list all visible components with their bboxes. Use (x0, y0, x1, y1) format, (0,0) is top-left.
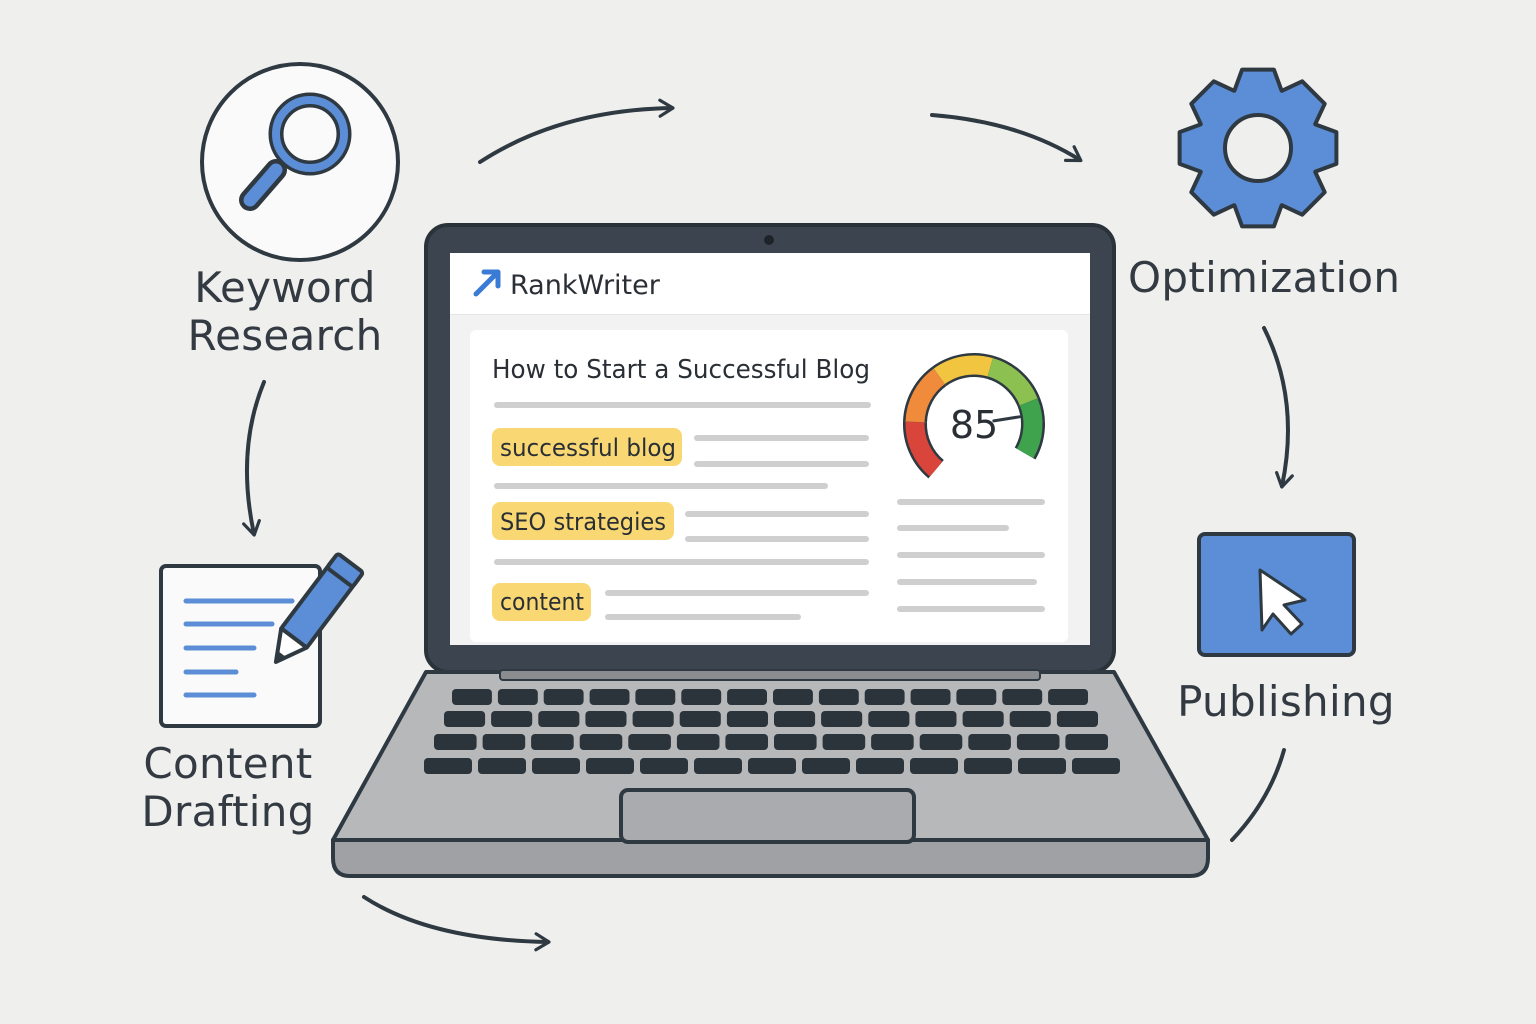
keyboard-key (579, 734, 623, 750)
keyboard-key (773, 689, 813, 705)
gauge-segment (1016, 398, 1043, 459)
gauge-segment (933, 355, 993, 385)
keyboard-key (1018, 758, 1066, 774)
keyboard-key (1065, 734, 1108, 750)
keyboard-key (497, 689, 538, 705)
keyboard-key (727, 689, 767, 705)
flow-arrows (242, 98, 1294, 952)
keyboard-key (802, 758, 850, 774)
seo-score-gauge: 85 (902, 353, 1045, 479)
keyboard-key (774, 711, 816, 727)
keyboard-key (694, 758, 742, 774)
svg-text:successful blog: successful blog (500, 434, 676, 462)
keyboard-key (681, 689, 722, 705)
keyboard-key (1016, 734, 1060, 750)
gauge-needle (992, 415, 1021, 423)
keyboard-key (452, 689, 492, 705)
keyboard-key (586, 758, 634, 774)
keyboard-key (919, 734, 963, 750)
keyboard-key (434, 734, 477, 750)
keyboard-key (478, 758, 526, 774)
keyboard-key (424, 758, 472, 774)
trend-arrow-icon (473, 269, 501, 297)
arrow-bottom-loop (362, 895, 551, 952)
keyboard-key (856, 758, 904, 774)
article-title: How to Start a Successful Blog (492, 355, 870, 385)
keyboard-key (635, 689, 676, 705)
keyboard-key (543, 689, 584, 705)
document-pencil-icon (159, 552, 365, 728)
keyboard-key (864, 689, 905, 705)
keyboard-key (532, 758, 580, 774)
gauge-segment (905, 421, 943, 477)
keyword-tag-seo-strategies: SEO strategies (492, 502, 674, 540)
magnifier-icon (200, 62, 400, 262)
keyword-tag-content: content (492, 583, 591, 621)
gauge-segment (987, 358, 1038, 406)
keyboard-key (725, 734, 768, 750)
keyboard-key (726, 711, 768, 727)
laptop-trackpad (619, 788, 916, 844)
keyboard-key (589, 689, 630, 705)
keyboard-key (964, 758, 1012, 774)
app-name: RankWriter (510, 270, 661, 301)
label-optimization: Optimization (1128, 253, 1401, 302)
keyboard-key (538, 711, 580, 727)
keyboard-key (910, 758, 958, 774)
keyboard-key (585, 711, 627, 727)
gear-icon (1177, 67, 1339, 229)
keyboard-key (748, 758, 796, 774)
keyboard-key (821, 711, 863, 727)
rankwriter-app: RankWriter How to Start a Successful Blo… (450, 253, 1090, 645)
keyboard-key (962, 711, 1004, 727)
keyboard-key (444, 711, 486, 727)
laptop-camera (764, 235, 774, 245)
keyboard-key (531, 734, 574, 750)
keyboard-key (1002, 689, 1043, 705)
keyboard-key (822, 734, 866, 750)
arrow-research-to-drafting (242, 380, 266, 537)
text-placeholder-lines (494, 402, 1045, 620)
keyboard-key (1072, 758, 1120, 774)
keyboard-key (679, 711, 721, 727)
arrow-publishing-loop (1230, 748, 1286, 842)
svg-text:content: content (500, 588, 584, 616)
keyword-tag-successful-blog: successful blog (492, 428, 682, 466)
label-keyword-research: Keyword Research (187, 263, 383, 360)
label-content-drafting: Content Drafting (141, 739, 315, 836)
label-publishing: Publishing (1177, 677, 1395, 726)
seo-score-value: 85 (950, 403, 998, 447)
keyboard-key (1048, 689, 1088, 705)
keyboard-key (491, 711, 533, 727)
arrow-research-to-optimization-a (478, 98, 675, 164)
gauge-segment (905, 368, 946, 423)
keyboard-key (628, 734, 671, 750)
keyboard-key (871, 734, 914, 750)
keyboard-key (910, 689, 951, 705)
keyboard-key (868, 711, 910, 727)
keyboard-key (640, 758, 688, 774)
keyboard-key (632, 711, 674, 727)
arrow-research-to-optimization-b (930, 113, 1083, 163)
laptop-keyboard (424, 689, 1120, 774)
keyboard-key (956, 689, 997, 705)
keyboard-key (915, 711, 957, 727)
keyboard-key (1009, 711, 1051, 727)
keyboard-key (774, 734, 817, 750)
keyboard-key (818, 689, 859, 705)
keyboard-key (676, 734, 720, 750)
keyboard-key (482, 734, 526, 750)
cursor-icon (1197, 532, 1356, 657)
arrow-optimization-to-publishing (1262, 326, 1294, 489)
svg-text:SEO strategies: SEO strategies (500, 508, 666, 536)
keyboard-key (1056, 711, 1098, 727)
keyboard-key (968, 734, 1011, 750)
